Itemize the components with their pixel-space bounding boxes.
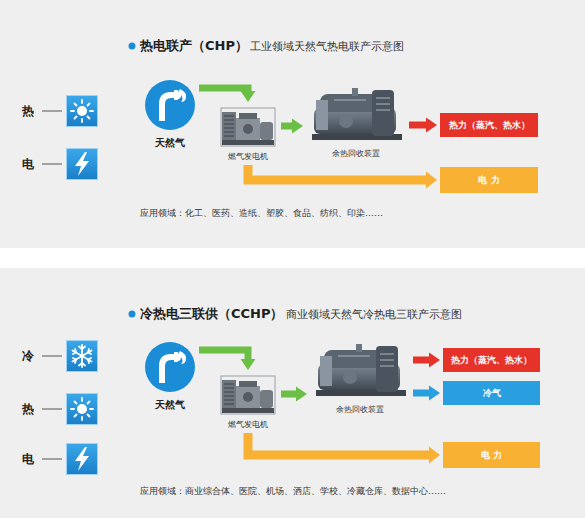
energy-symbol-use [67,149,98,180]
generator-label-holder: 燃气发电机 [212,419,284,430]
recovery-label: 余热回收装置 [306,148,406,159]
gas-label: 天然气 [143,136,197,150]
title-row: 冷热电三联供（CCHP）商业领域天然气冷热电三联产示意图 [128,305,462,323]
label-tick-line [42,356,62,357]
gas-symbol [145,342,195,392]
application-row: 应用领域：商业综合体、医院、机场、酒店、学校、冷藏仓库、数据中心…… [140,485,446,498]
energy-icon: 热 [22,95,100,127]
output-label: 电 力 [478,174,499,187]
output-box: 电 力 [443,442,540,468]
output-label: 热力（蒸汽、热水） [451,354,532,367]
label-tick-line [42,111,62,112]
application-text: 应用领域：商业综合体、医院、机场、酒店、学校、冷藏仓库、数据中心…… [140,485,446,498]
generator: 燃气发电机 [218,372,278,430]
energy-icon: 冷 [22,340,100,372]
gas-icon: 天然气 [143,342,197,412]
title-row: 热电联产（CHP）工业领域天然气热电联产示意图 [128,37,404,55]
heat-recovery-unit: 余热回收装置 [310,344,410,414]
label-tick-line [42,164,62,165]
icon-label-holder: 冷 [22,340,34,372]
title-bullet [128,309,140,319]
label-tick [40,95,64,127]
gas-symbol [145,80,195,130]
energy-label: 热 [22,95,34,127]
flow-arrow-shaft [413,357,430,364]
title-bold: 冷热电三联供（CCHP） [140,305,284,323]
output-box: 热力（蒸汽、热水） [440,113,538,137]
energy-symbol [66,95,98,127]
generator-label: 燃气发电机 [212,419,284,430]
label-tick [40,340,64,372]
output-label: 冷气 [483,387,501,400]
output-box: 冷气 [443,381,540,405]
heat-recovery-unit: 余热回收装置 [306,88,406,158]
generator-picture [219,104,277,148]
energy-symbol-use [67,341,98,372]
title-sub: 商业领域天然气冷热电三联产示意图 [286,308,462,322]
title-bold: 热电联产（CHP） [140,37,248,55]
energy-icon: 电 [22,148,100,180]
gas-label-holder: 天然气 [143,398,197,412]
recovery-label-holder: 余热回收装置 [306,148,406,159]
recovery-picture [310,344,410,400]
energy-symbol-use [67,394,98,425]
generator: 燃气发电机 [218,104,278,162]
energy-label: 电 [22,443,34,475]
flow-arrow-shaft [199,88,248,92]
flow-arrow-shaft [281,391,297,398]
recovery-picture [306,88,406,144]
label-tick [40,443,64,475]
recovery-picture-use [316,344,406,396]
gas-icon: 天然气 [143,80,197,150]
icon-label-holder: 电 [22,443,34,475]
energy-label: 热 [22,393,34,425]
gas-label-holder: 天然气 [143,136,197,150]
label-tick-line [42,459,62,460]
gas-symbol-use [145,80,195,130]
energy-label: 电 [22,148,34,180]
icon-label-holder: 电 [22,148,34,180]
application-row: 应用领域：化工、医药、造纸、塑胶、食品、纺织、印染…… [140,207,383,220]
energy-symbol [66,148,98,180]
flow-arrow-shaft [413,390,430,397]
generator-picture-use [221,376,275,414]
output-label: 电 力 [481,449,502,462]
title-bullet-dot [129,43,136,50]
flow-arrow-shaft [409,122,427,129]
output-box: 热力（蒸汽、热水） [443,348,540,372]
label-tick-line [42,409,62,410]
icon-label-holder: 热 [22,95,34,127]
energy-symbol [66,443,98,475]
gas-label: 天然气 [143,398,197,412]
generator-label: 燃气发电机 [212,151,284,162]
energy-symbol-use [67,444,98,475]
energy-label: 冷 [22,340,34,372]
recovery-picture-use [312,88,402,140]
recovery-label-holder: 余热回收装置 [310,404,410,415]
output-label: 热力（蒸汽、热水） [449,119,530,132]
energy-symbol-use [67,96,98,127]
generator-label-holder: 燃气发电机 [212,151,284,162]
energy-symbol [66,340,98,372]
title-bullet [128,41,140,51]
generator-picture [219,372,277,416]
generator-picture-use [221,108,275,146]
label-tick [40,148,64,180]
title-bullet-dot [129,311,136,318]
gas-symbol-use [145,342,195,392]
title-sub: 工业领域天然气热电联产示意图 [250,40,404,54]
recovery-label: 余热回收装置 [310,404,410,415]
application-text: 应用领域：化工、医药、造纸、塑胶、食品、纺织、印染…… [140,207,383,220]
flow-arrow-shaft [281,123,293,130]
energy-icon: 电 [22,443,100,475]
output-box: 电 力 [440,167,538,193]
energy-symbol [66,393,98,425]
icon-label-holder: 热 [22,393,34,425]
energy-icon: 热 [22,393,100,425]
label-tick [40,393,64,425]
